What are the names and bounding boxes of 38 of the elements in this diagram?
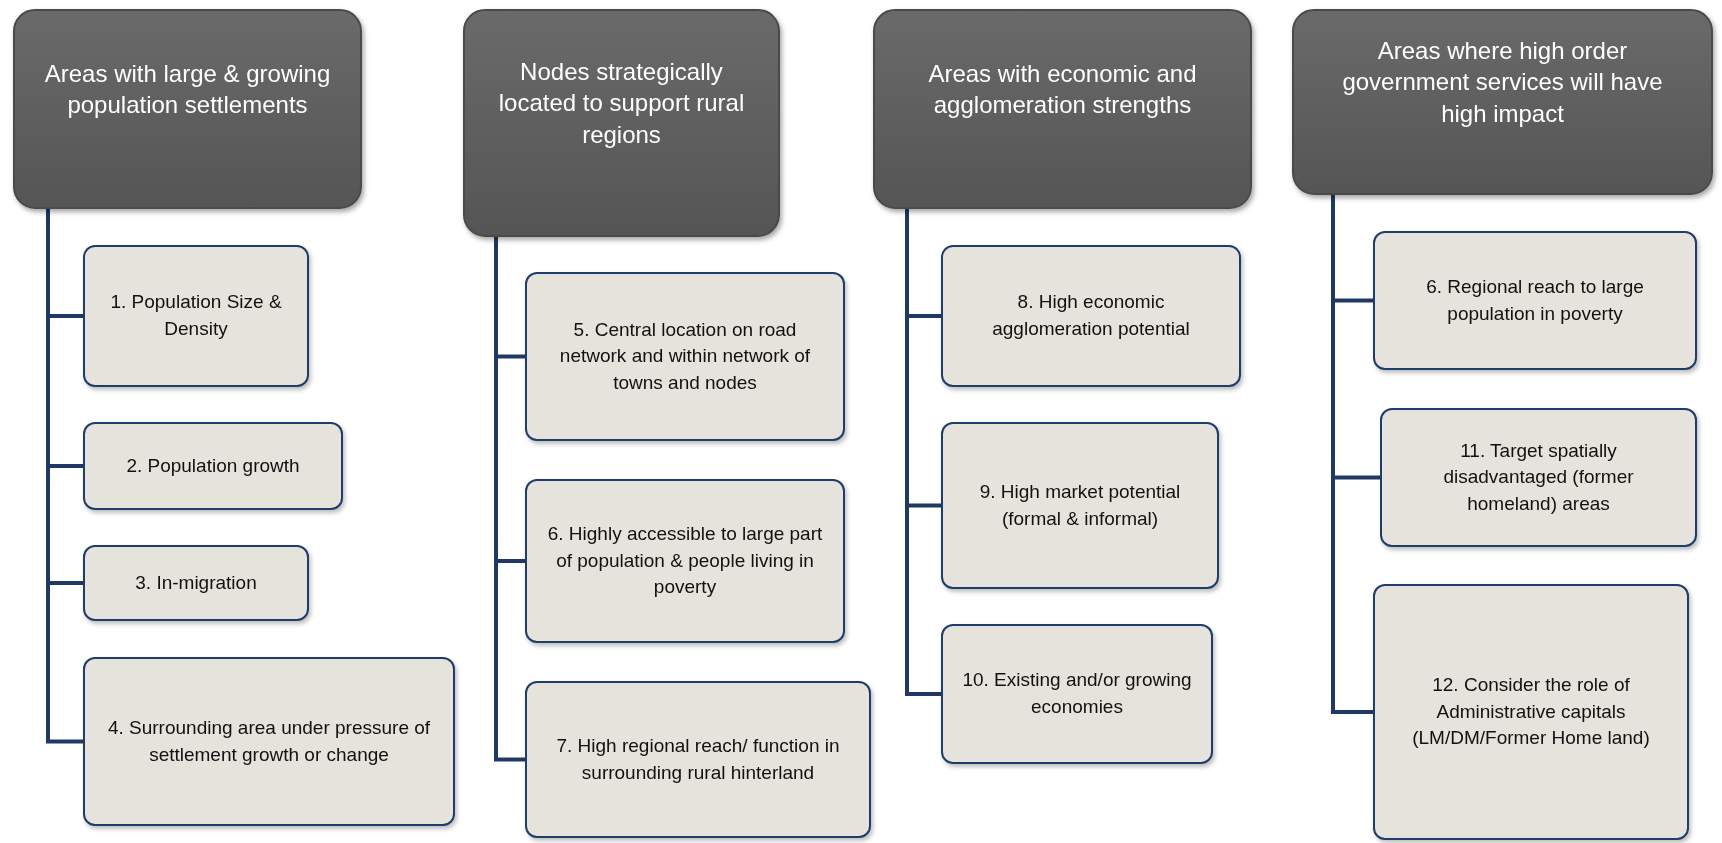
box-text: 11. Target spatially disadvantaged (former homeland) areas <box>1442 438 1635 516</box>
box-text: 4. Surrounding area under pressure of settlement growth or change <box>106 715 432 767</box>
category-box <box>13 9 362 209</box>
box-text: 5. Central location on road network and within network of towns and nodes <box>558 317 812 395</box>
connector-line <box>494 235 525 762</box>
criterion-box <box>83 422 343 510</box>
category-box <box>1292 9 1713 195</box>
criterion-box <box>525 272 845 441</box>
criterion-box <box>83 545 309 621</box>
box-text: 2. Population growth <box>126 453 300 478</box>
criterion-box <box>941 624 1213 764</box>
criterion-box <box>83 657 455 826</box>
box-text: 3. In-migration <box>135 570 257 595</box>
box-text: 10. Existing and/or growing economies <box>961 668 1193 719</box>
box-text: 8. High economic agglomeration potential <box>991 290 1191 341</box>
box-text: 6. Regional reach to large population in poverty <box>1425 274 1645 326</box>
box-text: 6. Highly accessible to large part of population & people living in poverty <box>546 522 824 600</box>
criterion-box <box>525 479 845 643</box>
box-text: Areas where high order government services will have high impact <box>1341 36 1664 129</box>
box-text: 12. Consider the role of Administrative capitals (LM/DM/Former Home land) <box>1411 673 1651 751</box>
criterion-box <box>1380 408 1697 547</box>
box-text: Areas with economic and agglomeration strengths <box>927 58 1198 120</box>
criterion-box <box>1373 584 1689 840</box>
box-text: Nodes strategically located to support rural regions <box>497 57 746 150</box>
connector-line <box>905 207 941 696</box>
criterion-box <box>1373 231 1697 370</box>
connector-line <box>1331 193 1373 714</box>
box-text: Areas with large & growing population settlements <box>43 58 332 120</box>
criterion-box <box>525 681 871 838</box>
box-text: 1. Population Size & Density <box>109 290 283 341</box>
criterion-box <box>941 422 1219 589</box>
category-box <box>463 9 780 237</box>
box-text: 7. High regional reach/ function in surrounding rural hinterland <box>555 733 841 785</box>
criterion-box <box>941 245 1241 387</box>
box-text: 9. High market potential (formal & informal) <box>978 479 1182 531</box>
connector-line <box>46 207 83 744</box>
criterion-box <box>83 245 309 387</box>
category-box <box>873 9 1252 209</box>
